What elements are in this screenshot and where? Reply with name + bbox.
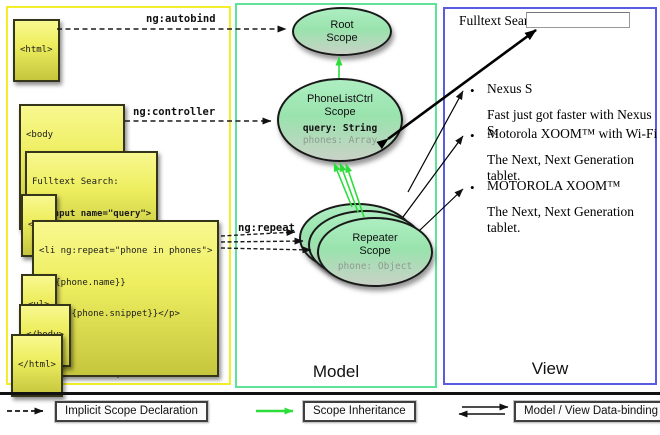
bullet-icon: • [470,128,475,143]
phone-item-title: Motorola XOOM™ with Wi-Fi [487,126,658,141]
root-scope-name: Root [330,18,354,31]
code-line: <input name="query"> [32,208,152,219]
html-close-tag-box: </html> [11,334,63,397]
html-open-tag-box: <html> [13,19,60,82]
phone-item-title: Nexus S [487,81,533,96]
phones-property: phones: Array [302,135,378,146]
code-line: <li ng:repeat="phone in phones"> [39,246,213,256]
fulltext-search-label: Fulltext Search: [459,13,545,28]
phonelistctrl-scope-ellipse: PhoneListCtrl Scope query: String phones… [277,78,403,162]
repeater-scope-ellipse-front: Repeater Scope phone: Object [317,217,433,287]
code-line: </html> [18,360,56,370]
model-panel-title: Model [312,362,360,381]
root-scope-ellipse: Root Scope [292,7,392,56]
code-line: {{phone.name}} [39,277,126,288]
model-panel: Model [235,3,437,388]
phone-item-desc: The Next, Next Generation tablet. [487,204,634,235]
bullet-icon: • [470,180,475,195]
root-scope-name: Scope [326,31,358,44]
legend-separator-line [0,392,660,395]
repeater-scope-name: Scope [359,244,391,257]
ng-controller-label: ng:controller [133,106,216,118]
ng-autobind-label: ng:autobind [146,13,216,25]
phone-item-title: MOTOROLA XOOM™ [487,178,621,193]
code-line: Fulltext Search: [32,177,119,187]
phonelistctrl-scope-name: Scope [324,106,356,118]
view-panel-title: View [531,359,569,378]
li-repeat-code-box: <li ng:repeat="phone in phones"> {{phone… [32,220,220,377]
query-property: query: String [302,123,378,134]
code-line: <html> [20,45,53,55]
bullet-icon: • [470,83,475,98]
phone-property: phone: Object [337,260,413,272]
ng-repeat-label: ng:repeat [238,222,295,234]
legend-implicit-scope-label: Implicit Scope Declaration [54,400,209,423]
repeater-scope-name: Repeater [352,231,398,244]
legend-databinding-label: Model / View Data-binding [512,400,660,423]
code-line: <p>{{phone.snippet}}</p> [39,309,180,319]
legend-scope-inheritance-label: Scope Inheritance [302,400,417,423]
phonelistctrl-scope-name: PhoneListCtrl [306,93,374,105]
phone-item-desc: The Next, Next Generation tablet. [487,152,634,183]
view-panel: View [443,7,657,385]
code-line: <body [26,130,54,140]
fulltext-search-input[interactable] [526,12,630,28]
